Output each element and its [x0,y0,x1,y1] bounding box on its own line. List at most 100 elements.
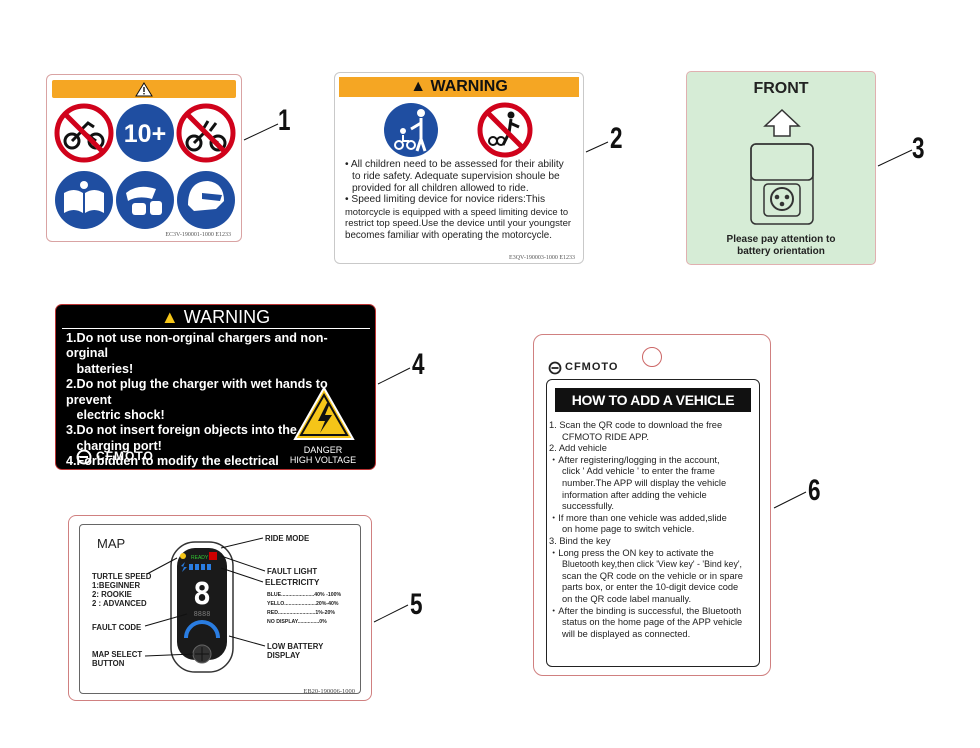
text-line: electric shock! [66,408,165,423]
hanging-hole [642,347,662,367]
text-line: on the QR code label manually. [562,593,692,604]
ride-mode-label: RIDE MODE [265,534,310,543]
lightning-icon [181,562,187,572]
callout-4: 4 [412,348,425,381]
fault-light-label: FAULT LIGHT [267,567,318,576]
text-line: batteries! [66,361,134,376]
label-4-charger-warning: ▲ WARNING 1.Do not use non-orginal charg… [55,304,376,484]
label-2-part-code: E3QV-190003-1000 E1233 [509,255,575,261]
cfmoto-brand: CFMOTO [96,449,154,463]
cfmoto-logo-icon [76,449,92,465]
text-line: status on the home page of the APP vehic… [562,617,743,628]
high-voltage-icon [293,385,355,440]
text-line: scan the QR code on the vehicle or in sp… [562,570,743,581]
leader-line-5 [373,604,409,623]
text-line: click ' Add vehicle ' to enter the frame [562,466,715,477]
no-riding-double-icon [54,103,114,163]
child-supervision-icon [384,103,438,157]
text-line: • Speed limiting device for novice rider… [345,194,546,206]
leader-line-2 [585,141,609,153]
text-line: ・Long press the ON key to activate the [549,547,714,558]
leader-line-4 [377,367,411,385]
label-5-pointers [144,537,266,657]
svg-text:8: 8 [193,577,211,612]
label-1-part-code: EC3V-190001-1000 E1233 [165,232,231,238]
label-5-part-code: EB20-190006-1000 [303,688,355,695]
label-3-battery-orientation: FRONT Please pay attention to battery or… [686,71,876,265]
label-4-title: ▲ WARNING [160,307,271,327]
label-2-body: • All children need to be assessed for t… [345,159,580,242]
text-line: Bluetooth key,then click 'View key' - 'B… [562,559,742,570]
text-line: becomes familiar with operating the moto… [345,229,552,241]
warning-triangle-icon: ▲ [160,307,179,327]
read-manual-icon [55,171,113,229]
text-line: • All children need to be assessed for t… [345,159,564,170]
leader-line-1 [243,123,279,141]
label-2-children-warning: ▲ WARNING • All children need to be asse… [334,72,584,264]
divider [62,328,370,329]
electricity-legend: BLUE.......................40% -100%YELL… [267,592,342,625]
text-line: 3. Bind the key [549,535,611,546]
text-line: 4.Forbidden to modify the electrical [66,454,279,469]
text-line: charging port! [66,438,162,453]
battery-diagram [750,108,814,225]
text-line: to ride safety. Adequate supervision sho… [352,170,560,182]
label-2-title: ▲ WARNING [339,77,579,97]
svg-text:10+: 10+ [124,120,166,148]
fault-light-icon [209,552,217,560]
callout-5: 5 [410,588,423,621]
fault-code-label: FAULT CODE [92,623,142,632]
label-1-warning-bar [52,80,236,98]
map-title: MAP [97,536,126,551]
helmet-icon [177,171,235,229]
callout-3: 3 [912,132,925,165]
note-line: battery orientation [737,246,825,257]
electricity-label: ELECTRICITY [265,577,320,587]
text-line: ・After the binding is successful, the Bl… [549,605,742,616]
text-line: ・After registering/logging in the accoun… [549,454,720,465]
text-line: ・If more than one vehicle was added,slid… [549,512,727,523]
label-1-pictogram-sticker: 10+ EC3V-190001-1000 E1233 [46,74,242,242]
arrow-up-icon [763,108,801,137]
text-line: 2. Add vehicle [549,443,607,454]
battery-icon [750,143,814,225]
turtle-icon [180,553,186,559]
map-frame [79,524,361,694]
front-heading: FRONT [753,80,809,97]
callout-1: 1 [278,104,291,137]
label-4-body: 1.Do not use non-orginal chargers and no… [66,331,366,485]
battery-note: Please pay attention to battery orientat… [687,234,875,258]
label-2-icons [384,102,533,158]
age-10-plus-icon: 10+ [116,104,174,162]
text-line: motorcycle is equipped with a speed limi… [345,206,569,218]
no-unsupervised-child-icon [477,102,533,158]
no-passenger-icon [176,103,236,163]
text-line: information after adding the vehicle [562,489,707,500]
label-6-add-vehicle-tag: CFMOTO HOW TO ADD A VEHICLE 1. Scan the … [533,334,771,676]
text-line: components of the vehicle! [66,469,240,484]
cfmoto-brand: CFMOTO [565,361,619,373]
text-line: 2.Do not plug the charger with wet hands… [66,377,328,407]
svg-text:READY: READY [191,555,209,561]
leader-line-6 [773,491,807,509]
instructions-title: HOW TO ADD A VEHICLE [555,388,751,412]
text-line: on home page to switch vehicle. [562,524,695,535]
callout-2: 2 [610,122,623,155]
cfmoto-logo-icon [548,361,562,375]
text-line: CFMOTO RIDE APP. [562,431,649,442]
text-line: restrict top speed.Use the device until … [345,217,572,229]
protective-gear-icon [116,171,174,229]
text-line: number.The APP will display the vehicle [562,477,727,488]
text-line: parts box, or enter the 10-digit device … [562,582,739,593]
note-line: Please pay attention to [726,234,836,245]
text-line: successfully. [562,501,615,512]
instructions-box: HOW TO ADD A VEHICLE 1. Scan the QR code… [546,379,760,667]
text-line: provided for all children allowed to rid… [352,182,529,194]
battery-arc [184,620,220,639]
warning-triangle-icon [135,82,153,97]
svg-text:8888: 8888 [194,610,211,618]
